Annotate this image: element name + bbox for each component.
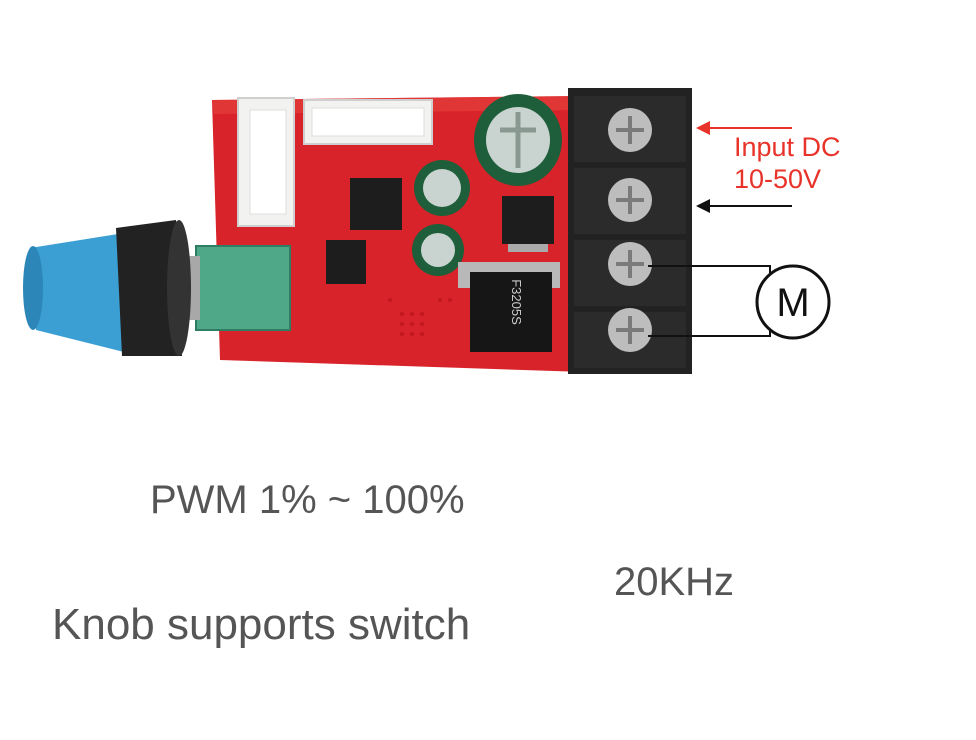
diode-d2 (502, 196, 554, 252)
capacitor-mid (414, 160, 470, 216)
motor-symbol-label: M (776, 281, 809, 325)
motor-wiring: M (648, 264, 831, 340)
pwm-range-caption: PWM 1% ~ 100% (150, 478, 465, 522)
input-voltage-label: 10-50V (734, 164, 822, 194)
screw-terminal (568, 88, 692, 374)
capacitor-large (474, 94, 562, 186)
knob-switch-caption: Knob supports switch (52, 600, 471, 649)
connector-top (303, 99, 433, 145)
frequency-caption: 20KHz (614, 560, 735, 604)
capacitor-small (412, 224, 464, 276)
input-dc-label: Input DC (734, 132, 841, 162)
mosfet: F3205S (458, 262, 560, 352)
knob (23, 220, 191, 356)
mosfet-label: F3205S (509, 279, 524, 325)
motor-symbol-circle (755, 264, 831, 340)
input-negative-arrow (696, 199, 792, 213)
chip-regulator (350, 178, 402, 230)
potentiometer (176, 245, 291, 331)
connector-left (237, 97, 295, 227)
chip-driver (326, 240, 366, 284)
input-positive-arrow (696, 121, 792, 135)
